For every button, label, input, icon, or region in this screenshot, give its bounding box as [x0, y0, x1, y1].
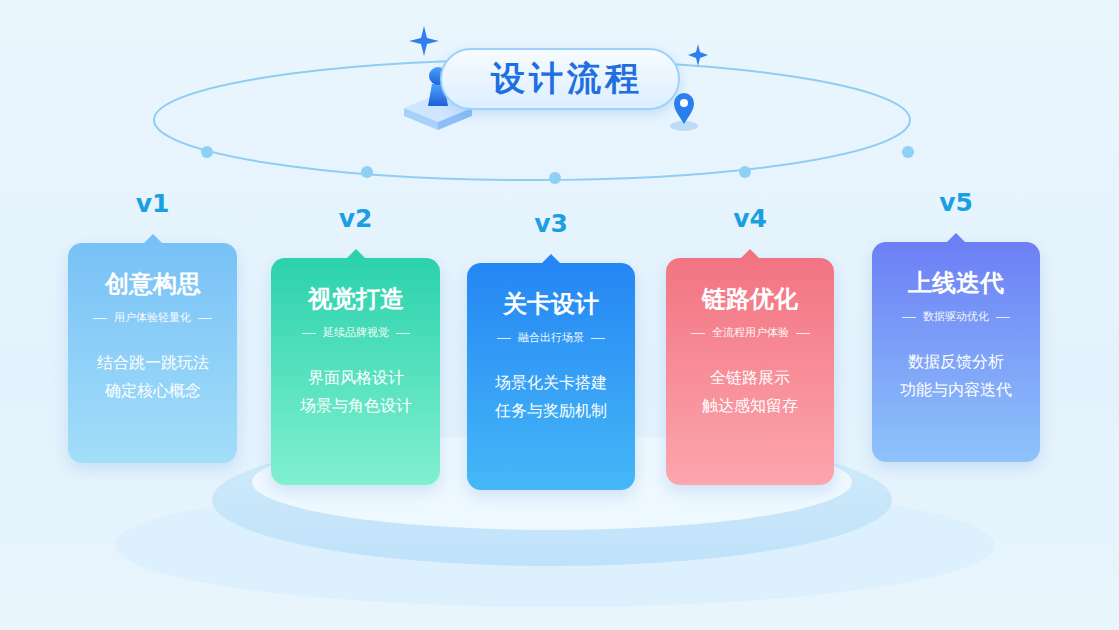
- step-subtitle: 全流程用户体验: [666, 326, 834, 340]
- location-pin: [670, 93, 698, 131]
- step-title: 关卡设计: [467, 289, 635, 319]
- card-notch: [946, 233, 966, 243]
- step-description: 数据反馈分析 功能与内容迭代: [886, 348, 1026, 404]
- step-subtitle: 用户体验轻量化: [68, 311, 237, 325]
- step-card: v4链路优化全流程用户体验全链路展示 触达感知留存: [666, 258, 834, 485]
- step-title: 链路优化: [666, 284, 834, 314]
- version-label: v3: [467, 209, 635, 238]
- step-card: v5上线迭代数据驱动优化数据反馈分析 功能与内容迭代: [872, 242, 1040, 462]
- card-notch: [346, 249, 366, 259]
- version-label: v2: [271, 204, 440, 233]
- version-label: v4: [666, 204, 834, 233]
- step-description: 场景化关卡搭建 任务与奖励机制: [481, 369, 621, 425]
- step-description: 全链路展示 触达感知留存: [680, 364, 820, 420]
- step-subtitle: 延续品牌视觉: [271, 326, 440, 340]
- diagram-title: 设计流程: [477, 56, 643, 102]
- card-notch: [740, 249, 760, 259]
- step-card: v2视觉打造延续品牌视觉界面风格设计 场景与角色设计: [271, 258, 440, 485]
- step-title: 上线迭代: [872, 268, 1040, 298]
- step-title: 视觉打造: [271, 284, 440, 314]
- step-card: v1创意构思用户体验轻量化结合跳一跳玩法 确定核心概念: [68, 243, 237, 463]
- step-description: 结合跳一跳玩法 确定核心概念: [83, 349, 223, 405]
- orbit-dots: [201, 146, 914, 184]
- card-notch: [143, 234, 163, 244]
- step-description: 界面风格设计 场景与角色设计: [286, 364, 426, 420]
- step-title: 创意构思: [68, 269, 237, 299]
- version-label: v5: [872, 188, 1040, 217]
- step-subtitle: 融合出行场景: [467, 331, 635, 345]
- card-notch: [541, 254, 561, 264]
- step-card: v3关卡设计融合出行场景场景化关卡搭建 任务与奖励机制: [467, 263, 635, 490]
- title-badge: 设计流程: [440, 48, 680, 110]
- version-label: v1: [68, 189, 237, 218]
- sparkle: [688, 44, 708, 66]
- step-subtitle: 数据驱动优化: [872, 310, 1040, 324]
- sparkle: [409, 26, 439, 56]
